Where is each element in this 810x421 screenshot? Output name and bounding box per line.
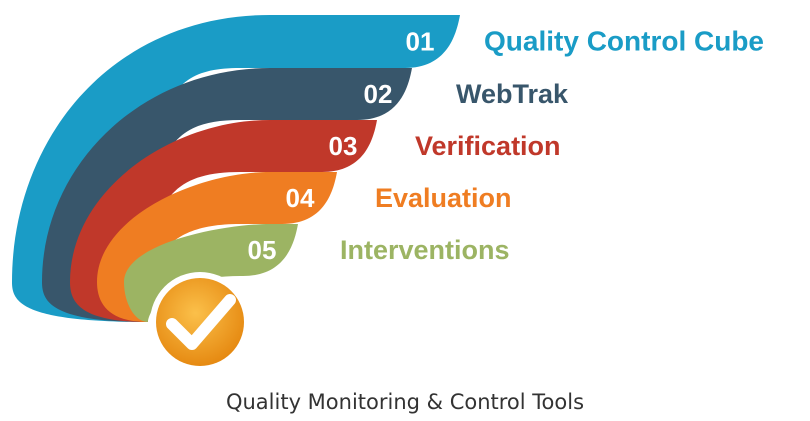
step-number-01: 01 (406, 27, 435, 57)
step-label-01: Quality Control Cube (484, 26, 764, 57)
step-number-02: 02 (364, 79, 393, 109)
step-number-05: 05 (248, 235, 277, 265)
step-labels: 01 Quality Control Cube 02 WebTrak 03 Verific… (248, 26, 764, 266)
step-number-04: 04 (286, 183, 315, 213)
staircase-diagram: 01 Quality Control Cube 02 WebTrak 03 Verific… (12, 15, 764, 372)
check-icon (166, 294, 236, 350)
step-shape-05 (124, 224, 298, 322)
step-label-03: Verification (415, 131, 561, 161)
step-label-02: WebTrak (456, 79, 569, 109)
diagram-caption: Quality Monitoring & Control Tools (225, 390, 585, 414)
step-label-04: Evaluation (375, 183, 512, 213)
step-number-03: 03 (329, 131, 358, 161)
step-shape-04 (97, 172, 337, 322)
step-shapes (12, 15, 460, 322)
badge-circle (156, 278, 244, 366)
check-badge (150, 272, 250, 372)
step-label-05: Interventions (340, 235, 510, 265)
